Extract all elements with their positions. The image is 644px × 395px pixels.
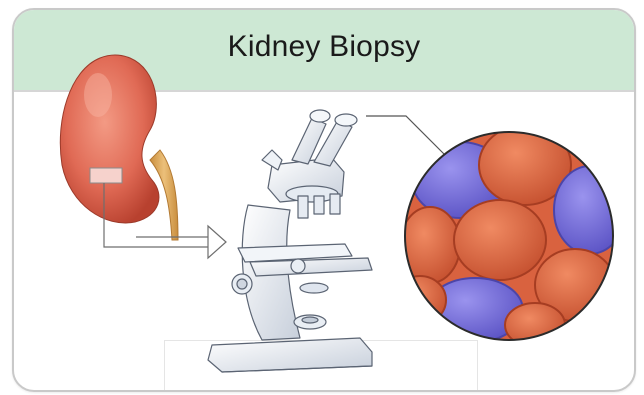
tissue-magnified-icon — [394, 125, 626, 347]
magnify-leader-line — [366, 116, 448, 158]
microscope-icon — [208, 110, 372, 372]
kidney-icon — [60, 55, 178, 240]
biopsy-sample-box — [90, 168, 122, 183]
